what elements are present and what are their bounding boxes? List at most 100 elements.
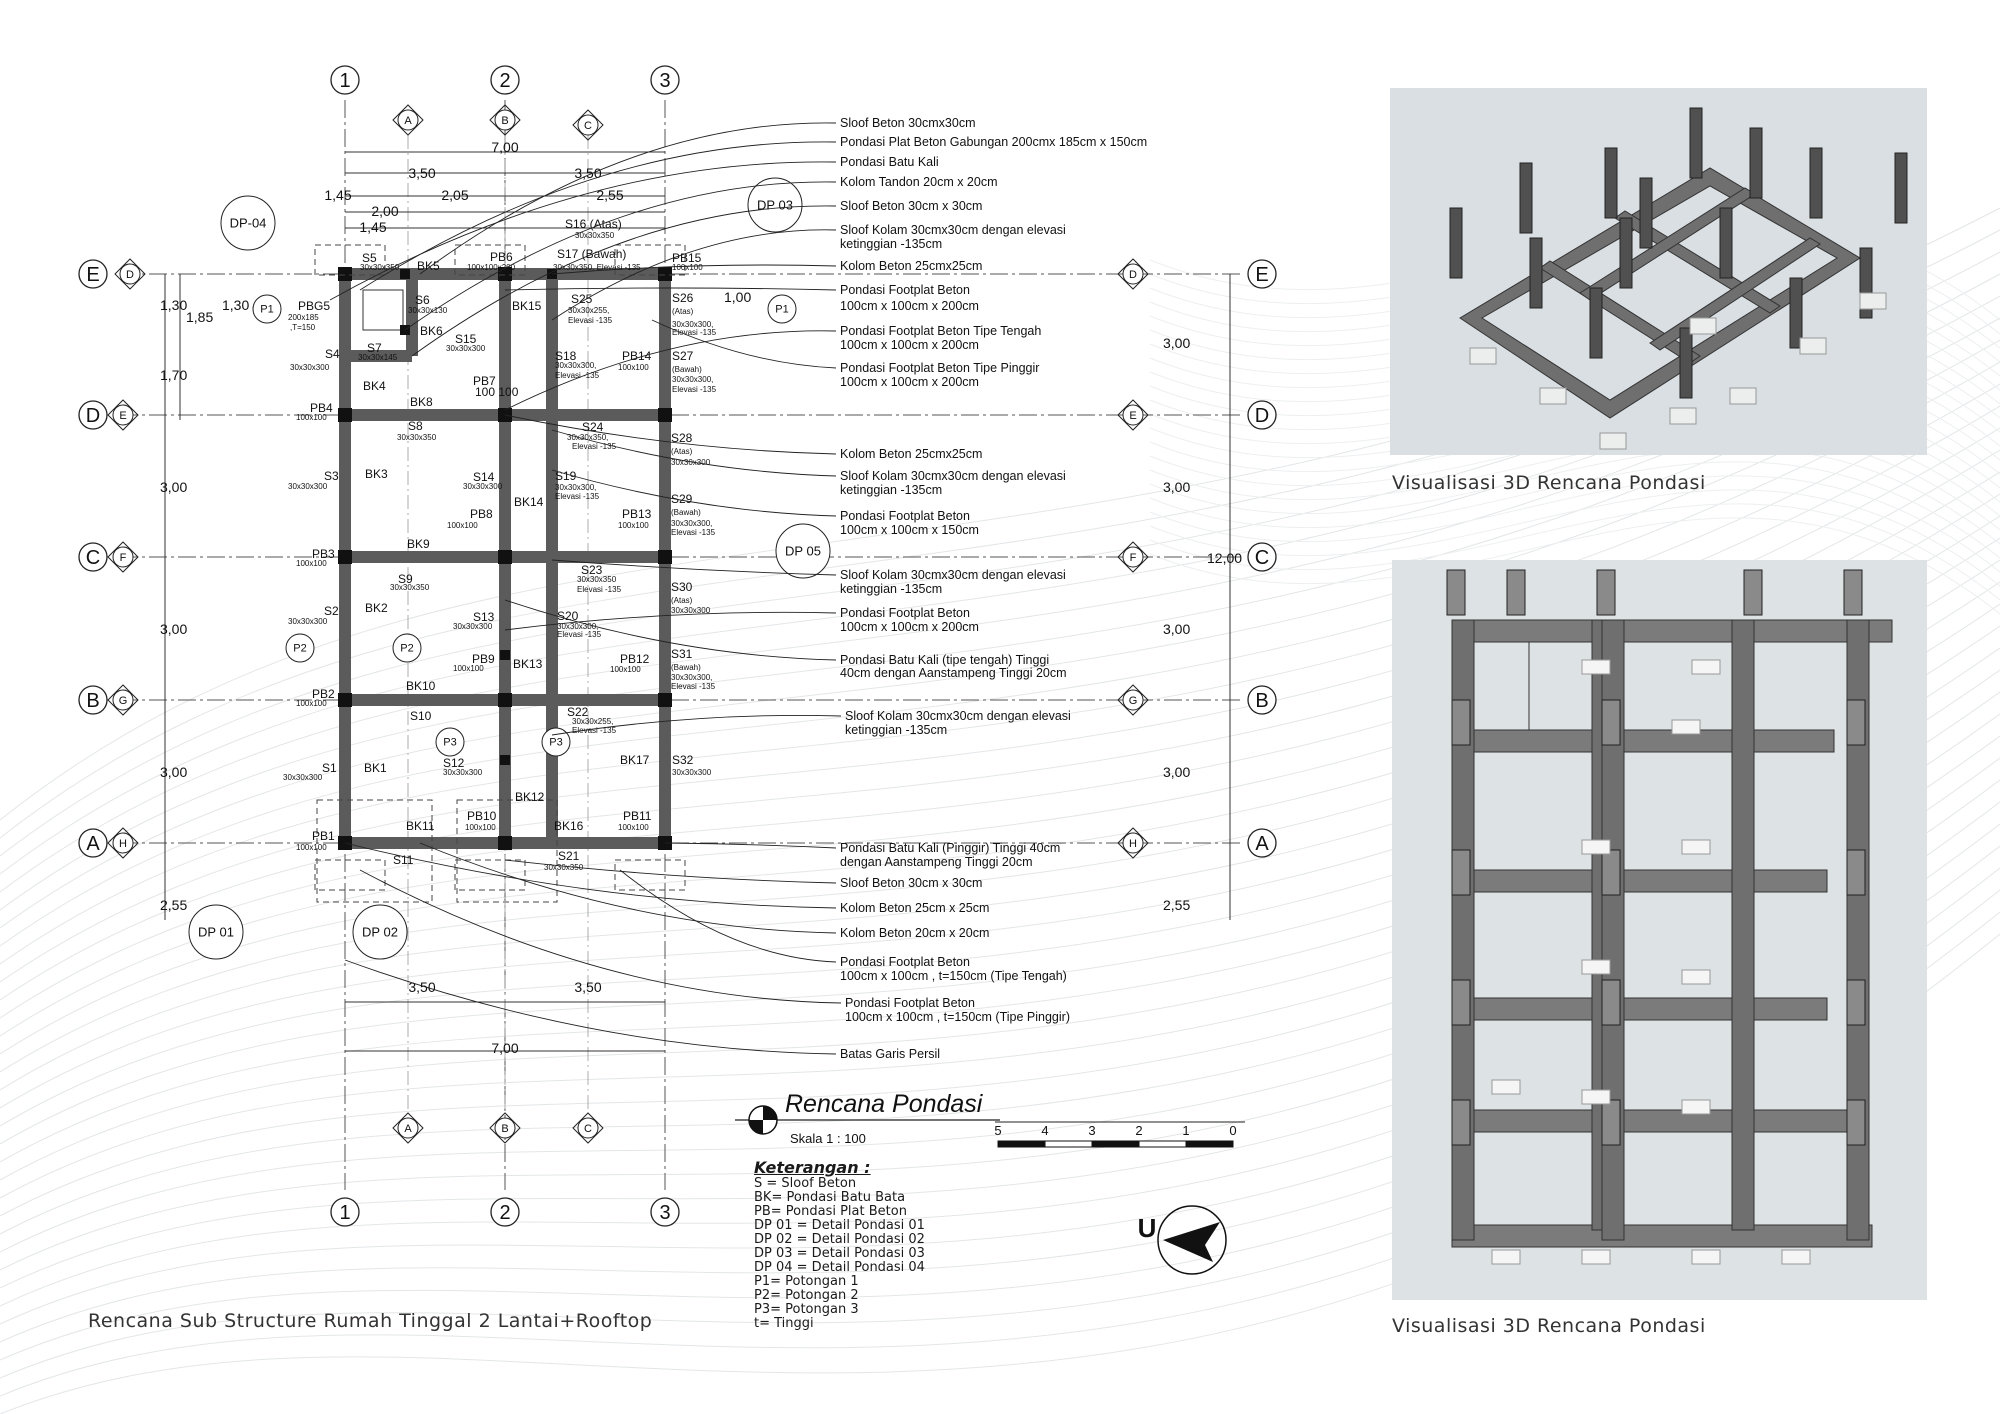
plan-label: S16 (Atas) [565, 217, 622, 231]
grid-bubble [490, 65, 520, 95]
dimension-label: 3,00 [1163, 621, 1190, 637]
grid-bubble [330, 65, 360, 95]
north-arrow-circle [1157, 1205, 1227, 1275]
callout-leader [411, 205, 837, 357]
section-marker-label: F [1130, 552, 1137, 564]
callout-text: Pondasi Batu Kali [840, 155, 939, 169]
column-3d [1843, 569, 1863, 616]
section-marker [1122, 689, 1144, 711]
grid-bubble-label: C [86, 547, 100, 569]
dimension-label: 3,50 [408, 165, 435, 181]
callout-leader [651, 319, 837, 369]
section-marker-label: A [404, 115, 412, 127]
detail-tag-label: DP-04 [230, 215, 267, 230]
column-3d [1894, 152, 1908, 224]
plan-label: PB1 [312, 829, 335, 843]
section-marker [119, 263, 141, 285]
plan-label: 100 100 [475, 385, 519, 399]
scale-tick: 0 [1229, 1123, 1236, 1138]
plan-label: 30x30x300, [555, 361, 596, 370]
plan-label: 30x30x350 [575, 231, 615, 240]
section-marker [494, 109, 516, 131]
section-marker [577, 114, 599, 136]
dimension-label: 1,30 [222, 297, 249, 313]
plan-label: S21 [558, 849, 580, 863]
plan-label: Elevasi -135 [557, 630, 602, 639]
column-3d [1449, 207, 1463, 279]
scale-bar-segment [997, 1140, 1046, 1148]
plan-label: S7 [367, 341, 382, 355]
footplat-3d [1539, 387, 1567, 405]
column-3d [1529, 237, 1543, 309]
grid-bubble [78, 685, 108, 715]
plan-label: 30x30x300 [671, 606, 711, 615]
plan-label: S11 [393, 853, 414, 867]
detail-tag-label: DP 05 [785, 543, 821, 558]
beam-3d [1731, 619, 1755, 1231]
footplat-outline [314, 244, 386, 276]
section-marker-label: G [119, 695, 128, 707]
column-3d [1846, 979, 1866, 1026]
legend-heading: Keterangan : [754, 1158, 871, 1177]
grid-bubble-label: 3 [659, 70, 670, 92]
legend-item: t= Tinggi [754, 1316, 814, 1331]
dimension-label: 2,05 [441, 187, 468, 203]
beam-3d [1601, 619, 1625, 1241]
plan-label: BK11 [406, 819, 435, 833]
callout-leader [344, 842, 837, 909]
section-marker-label: H [119, 838, 127, 850]
scale-tick: 3 [1088, 1123, 1095, 1138]
footplat-3d [1691, 659, 1721, 675]
column-3d [1601, 699, 1621, 746]
scale-bar-segment [1185, 1140, 1234, 1148]
section-marker-frame [572, 1112, 604, 1144]
plan-label: (Bawah) [671, 663, 701, 672]
footplat-3d [1859, 292, 1887, 310]
section-marker-frame [572, 109, 604, 141]
column-3d [1451, 699, 1471, 746]
detail-tag-label: P3 [443, 737, 456, 749]
footplat-3d [1491, 1249, 1521, 1265]
column-3d [1639, 177, 1653, 249]
plan-label: BK14 [514, 495, 544, 509]
callout-leader [504, 414, 837, 455]
callout-text: Pondasi Batu Kali (tipe tengah) Tinggi [840, 653, 1049, 667]
sheet-title: Rencana Sub Structure Rumah Tinggal 2 La… [88, 1310, 653, 1332]
column [498, 693, 512, 707]
column-3d [1846, 699, 1866, 746]
plan-label: S6 [415, 293, 430, 307]
callout-text: Sloof Beton 30cmx30cm [840, 116, 976, 130]
column [658, 550, 672, 564]
plan-label: PB14 [622, 349, 652, 363]
footplat-3d [1729, 387, 1757, 405]
column [498, 550, 512, 564]
plan-label: S26 [672, 291, 694, 305]
plan-label: 30x30x300 [671, 458, 711, 467]
detail-tag [541, 727, 571, 757]
scale-tick: 2 [1135, 1123, 1142, 1138]
legend-item: DP 01 = Detail Pondasi 01 [754, 1218, 925, 1233]
plan-label: 100x100 [296, 559, 327, 568]
plan-label: BK15 [512, 299, 542, 313]
plan-label: PB8 [470, 507, 493, 521]
plan-label: 30x30x350 [544, 863, 584, 872]
footplat-3d [1581, 659, 1611, 675]
detail-tag [775, 523, 831, 579]
visualization-top-image [1390, 88, 1927, 455]
plan-label: S24 [582, 420, 604, 434]
plan-label: PB4 [310, 401, 333, 415]
plan-label: S18 [555, 349, 577, 363]
plan-label: Elevasi -135 [671, 528, 716, 537]
callout-text: Pondasi Footplat Beton [840, 955, 970, 969]
plan-label: (Atas) [671, 596, 693, 605]
plan-label: Elevasi -135 [671, 682, 716, 691]
callout-text: Sloof Kolam 30cmx30cm dengan elevasi [840, 223, 1066, 237]
callout-text: 100cm x 100cm , t=150cm (Tipe Tengah) [840, 969, 1067, 983]
detail-tag [220, 195, 276, 251]
plan-label: S27 [672, 349, 694, 363]
detail-tag-label: DP 03 [757, 197, 793, 212]
callout-text: Pondasi Plat Beton Gabungan 200cmx 185cm… [840, 135, 1147, 149]
dimension-label: 1,00 [724, 289, 751, 305]
section-marker-label: F [120, 552, 127, 564]
grid-bubble-label: B [86, 690, 99, 712]
